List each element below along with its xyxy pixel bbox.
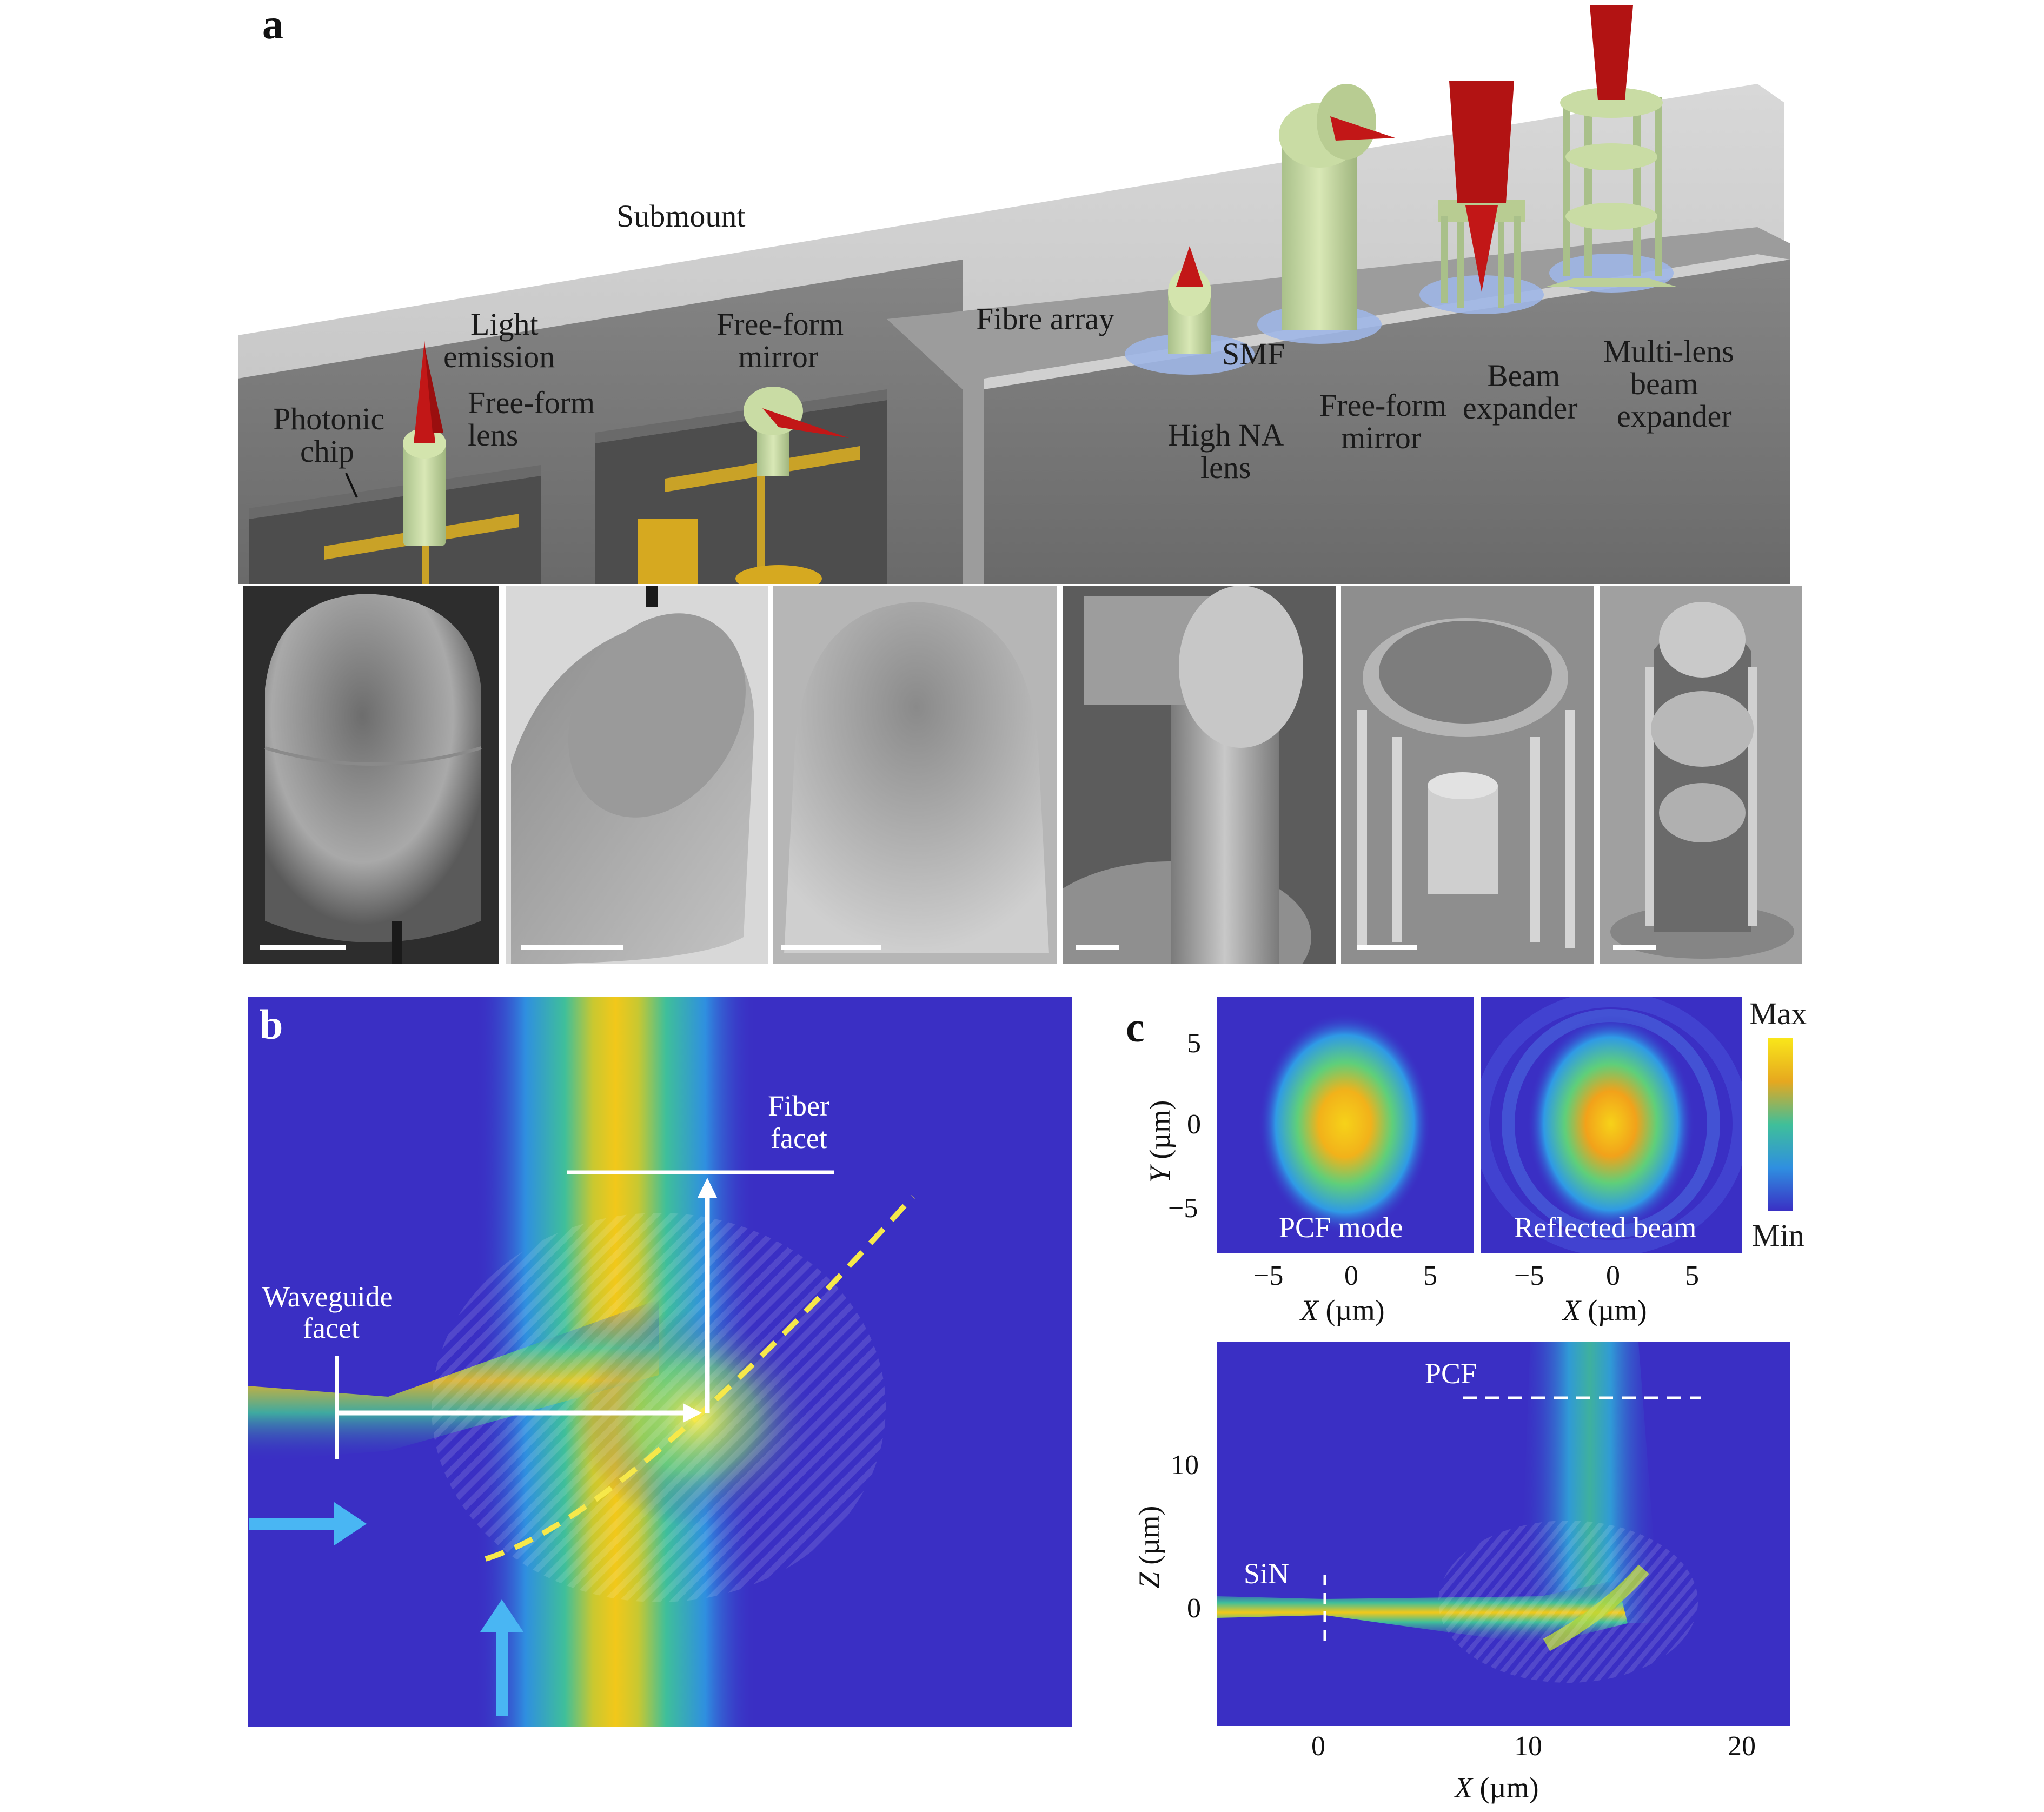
- reflected-beam-plot: [1481, 997, 1742, 1253]
- cross-section-plot: [1217, 1342, 1790, 1726]
- top-left-x-tick-minus5: −5: [1253, 1260, 1284, 1291]
- top-right-x-tick-0: 0: [1606, 1260, 1620, 1291]
- label-beam-expander-2: expander: [1463, 390, 1578, 426]
- scale-bar: [260, 945, 346, 950]
- panel-b-field-plot: [248, 997, 1072, 1727]
- label-multi-lens-2: beam: [1630, 366, 1698, 401]
- label-multi-lens-1: Multi-lens: [1603, 334, 1734, 369]
- x-axis-unit: (µm): [1472, 1771, 1539, 1804]
- reflected-beam-caption: Reflected beam: [1514, 1211, 1697, 1244]
- top-right-x-tick-minus5: −5: [1514, 1260, 1544, 1291]
- top-right-x-axis-label: X (µm): [1563, 1293, 1647, 1327]
- sin-label: SiN: [1244, 1557, 1290, 1590]
- label-fiber-facet-2: facet: [771, 1122, 827, 1154]
- label-light-emission-2: emission: [443, 339, 555, 374]
- label-free-form-mirror-2: mirror: [738, 339, 819, 374]
- colorbar-max-label: Max: [1749, 996, 1807, 1031]
- scale-bar: [1357, 945, 1417, 950]
- panel-a-3d-rendering: [238, 5, 1790, 584]
- label-free-form-lens-2: lens: [468, 417, 519, 453]
- top-left-x-tick-5: 5: [1423, 1260, 1437, 1291]
- label-fiber-facet-1: Fiber: [768, 1090, 829, 1122]
- panel-b-letter: b: [260, 1001, 283, 1048]
- scale-bar: [521, 945, 623, 950]
- label-light-emission-1: Light: [470, 307, 539, 342]
- top-left-x-axis-label: X (µm): [1300, 1293, 1385, 1327]
- panel-a-letter: a: [262, 1, 283, 48]
- scale-bar: [1613, 945, 1656, 950]
- scale-bar: [1076, 945, 1119, 950]
- pcf-mode-plot: [1217, 997, 1474, 1253]
- label-free-form-mirror-b-2: mirror: [1341, 420, 1422, 455]
- sem-image-high-na-lens: [773, 586, 1057, 964]
- x-axis-var: X: [1300, 1294, 1318, 1326]
- label-waveguide-facet-1: Waveguide: [262, 1280, 393, 1313]
- z-axis-var: Z: [1133, 1572, 1165, 1589]
- pcf-label: PCF: [1425, 1357, 1477, 1390]
- label-waveguide-facet-2: facet: [303, 1312, 360, 1344]
- label-photonic-chip-1: Photonic: [273, 401, 385, 436]
- sem-image-beam-expander: [1341, 586, 1594, 964]
- label-high-na-lens-1: High NA: [1168, 417, 1284, 453]
- top-y-tick-minus5: −5: [1168, 1193, 1198, 1224]
- x-axis-var: X: [1563, 1294, 1581, 1326]
- z-axis-label: Z (µm): [1132, 1482, 1166, 1612]
- label-submount: Submount: [616, 198, 746, 234]
- top-left-x-tick-0: 0: [1344, 1260, 1358, 1291]
- z-axis-unit: (µm): [1133, 1505, 1165, 1572]
- sem-image-multi-lens-beam-expander: [1600, 586, 1802, 964]
- x-tick-10: 10: [1514, 1731, 1542, 1762]
- top-y-tick-0: 0: [1187, 1109, 1201, 1140]
- label-multi-lens-3: expander: [1617, 399, 1732, 434]
- x-axis-var: X: [1455, 1771, 1472, 1804]
- scale-bar: [781, 945, 881, 950]
- y-axis-var: Y: [1144, 1166, 1176, 1183]
- x-axis-unit: (µm): [1581, 1294, 1647, 1326]
- sem-image-free-form-lens: [243, 586, 499, 964]
- z-tick-0: 0: [1187, 1593, 1201, 1624]
- x-axis-unit: (µm): [1318, 1294, 1385, 1326]
- label-smf: SMF: [1222, 336, 1285, 371]
- colorbar: [1768, 1038, 1793, 1211]
- label-beam-expander-1: Beam: [1487, 358, 1561, 393]
- z-tick-10: 10: [1171, 1450, 1199, 1481]
- label-free-form-mirror-b-1: Free-form: [1319, 388, 1447, 423]
- label-photonic-chip-2: chip: [300, 434, 354, 469]
- y-axis-unit: (µm): [1144, 1100, 1176, 1167]
- bottom-x-axis-label: X (µm): [1455, 1771, 1539, 1804]
- pcf-mode-caption: PCF mode: [1279, 1211, 1403, 1244]
- label-fibre-array: Fibre array: [976, 301, 1115, 336]
- sem-image-free-form-mirror: [506, 586, 768, 964]
- label-free-form-mirror-1: Free-form: [716, 307, 844, 342]
- top-y-axis-label: Y (µm): [1143, 1087, 1177, 1196]
- top-right-x-tick-5: 5: [1685, 1260, 1699, 1291]
- label-high-na-lens-2: lens: [1200, 450, 1251, 485]
- x-tick-0: 0: [1311, 1731, 1325, 1762]
- panel-c-letter: c: [1126, 1004, 1145, 1051]
- top-y-tick-5: 5: [1187, 1028, 1201, 1059]
- x-tick-20: 20: [1728, 1731, 1756, 1762]
- sem-image-smf-mirror: [1063, 586, 1336, 964]
- label-free-form-lens-1: Free-form: [468, 385, 595, 420]
- colorbar-min-label: Min: [1752, 1218, 1804, 1253]
